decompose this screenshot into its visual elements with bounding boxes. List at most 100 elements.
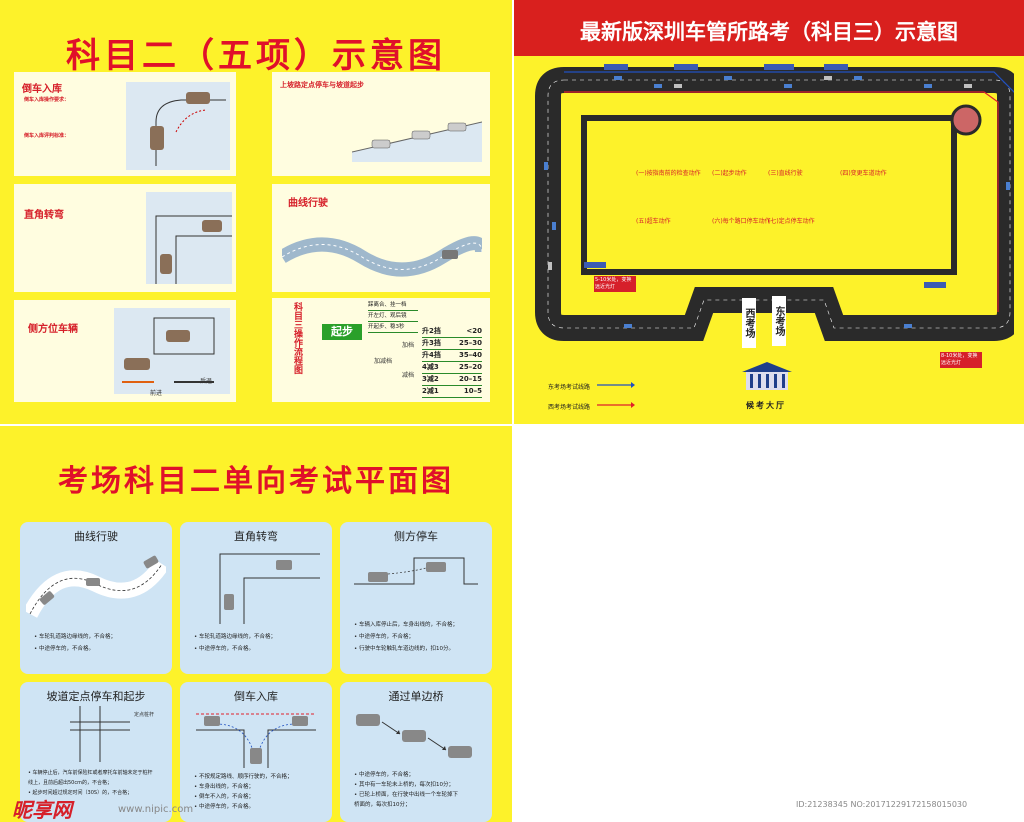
legend-west-label: 西考场考试线路 (548, 404, 591, 411)
right-angle-plan-diagram (219, 553, 320, 624)
card-side-parking: 侧方停车 • 车辆入库停止后，车身出线的，不合格； • 中途停车的，不合格； •… (340, 522, 492, 674)
card-note: • 车身出线的，不合格； (194, 784, 254, 790)
label-forward: 前进 (150, 390, 163, 397)
flow-branch: 开起步、稳3秒 (368, 322, 418, 333)
warning-box-2: 8-10米处，变换远近光灯 (940, 352, 982, 368)
card-subtitle: 倒车入库操作要求： (24, 97, 70, 103)
legend-west-arrow (597, 401, 636, 408)
card-single-bridge: 通过单边桥 • 中途停车的，不合格； • 其中有一车轮未上桥的，每次扣10分； … (340, 682, 492, 822)
gear-speed: 25–30 (459, 339, 482, 347)
gear-row: 升2挡 <20 (422, 326, 482, 338)
card-slope: 上坡路定点停车与坡道起步 (272, 72, 490, 176)
card-title: 直角转弯 (24, 210, 64, 221)
flow-branches: 踩离合、挂一档开左灯、观后镜开起步、稳3秒 (368, 300, 418, 333)
watermark-url: www.nipic.com (118, 804, 194, 815)
card-note: 线上，且前后超出50cm的，不合格； (28, 780, 112, 786)
page-title: 科目二（五项）示意图 (66, 36, 446, 76)
card-title: 直角转弯 (234, 530, 278, 543)
gear-label: 升4挡 (422, 351, 441, 359)
card-title: 倒车入库 (22, 84, 62, 95)
page-title: 考场科目二单向考试平面图 (58, 464, 454, 499)
gear-speed: 20–15 (459, 375, 482, 383)
card-subtitle: 倒车入库评判标准： (24, 133, 70, 139)
card-title: 坡道定点停车和起步 (46, 690, 146, 703)
card-title: 侧方位车辆 (28, 324, 78, 335)
warning-box-1: 5-10米处，变换远近光灯 (594, 276, 636, 292)
gear-label: 3减2 (422, 375, 439, 383)
reverse-plan-diagram (196, 713, 316, 768)
card-note: • 车轮轧道路边缘线的，不合格； (34, 634, 116, 640)
card-note: • 中途停车的，不合格。 (34, 646, 94, 652)
curve-plan-diagram (26, 555, 166, 618)
legend-east-arrow (597, 381, 636, 388)
card-reverse-parking: 倒车入库 • 不按规定路线、顺序行驶的，不合格； • 车身出线的，不合格； • … (180, 682, 332, 822)
card-note: • 其中有一车轮未上桥的，每次扣10分； (354, 782, 454, 788)
gear-row: 升4挡 35–40 (422, 350, 482, 362)
card-note: • 不按规定路线、顺序行驶的，不合格； (194, 774, 293, 780)
label-backward: 后退 (200, 378, 213, 385)
flow-add: 加档 (402, 342, 415, 349)
card-note: • 中途停车的，不合格。 (194, 646, 254, 652)
page-title: 最新版深圳车管所路考（科目三）示意图 (580, 20, 958, 44)
panel-subject3-map: 最新版深圳车管所路考（科目三）示意图 (514, 0, 1024, 424)
slope-plan-diagram (70, 706, 130, 762)
card-side-parking: 侧方位车辆 前进 后退 (14, 300, 236, 402)
card-note: 桥面的，每次扣10分； (354, 802, 411, 808)
card-flow: 科目三操作流程图 起步 踩离合、挂一档开左灯、观后镜开起步、稳3秒 加减档 加档… (272, 298, 490, 402)
section-label: (三)直线行驶 (768, 170, 803, 177)
right-angle-diagram (146, 192, 232, 284)
card-curve: 曲线行驶 (272, 184, 490, 292)
panel-subject2-plan: 考场科目二单向考试平面图 曲线行驶 • 车轮轧道路边缘线的，不合格； • 中途停… (0, 426, 512, 822)
card-slope: 坡道定点停车和起步 定点桩杆 • 车辆停止后，汽车前保险杠或者摩托车前轴未定于桩… (20, 682, 172, 822)
flow-gears: 升2挡 <20 升3挡 25–30 升4挡 35–40 4减3 25–20 3减2 20–15 2减… (422, 326, 482, 398)
legend-east: 东考场考试线路 (548, 374, 636, 393)
flow-branch: 踩离合、挂一档 (368, 300, 418, 311)
card-note: • 车辆停止后，汽车前保险杠或者摩托车前轴未定于桩杆 (28, 770, 153, 776)
reverse-diagram (126, 82, 230, 170)
card-right-angle: 直角转弯 (14, 184, 236, 292)
section-label: (五)超车动作 (636, 218, 671, 225)
gear-label: 2减1 (422, 387, 439, 395)
gear-speed: 35–40 (459, 351, 482, 359)
flow-vertical-title: 科目三操作流程图 (292, 302, 302, 374)
route-map (535, 64, 1014, 341)
panel-subject2-five: 科目二（五项）示意图 倒车入库 倒车入库操作要求： 倒车入库评判标准： 上坡路定… (0, 0, 512, 424)
flow-reduce: 减档 (402, 372, 415, 379)
gear-speed: 25–20 (459, 363, 482, 371)
card-title: 曲线行驶 (74, 530, 118, 543)
legend-west: 西考场考试线路 (548, 394, 636, 413)
card-title: 上坡路定点停车与坡道起步 (280, 81, 364, 89)
card-title: 曲线行驶 (288, 198, 328, 209)
side-parking-plan-diagram (354, 557, 478, 585)
gear-speed: <20 (466, 327, 482, 335)
card-note: • 车轮轧道路边缘线的，不合格； (194, 634, 276, 640)
flow-start: 起步 (322, 324, 362, 340)
watermark-id: ID:21238345 NO:20171229172158015030 (796, 800, 968, 809)
gear-row: 升3挡 25–30 (422, 338, 482, 350)
gear-row: 3减2 20–15 (422, 374, 482, 386)
card-reverse-parking: 倒车入库 倒车入库操作要求： 倒车入库评判标准： (14, 72, 236, 176)
waiting-hall-icon (742, 362, 792, 390)
panel-blank: ID:21238345 NO:20171229172158015030 (514, 426, 1024, 822)
card-right-angle: 直角转弯 • 车轮轧道路边缘线的，不合格； • 中途停车的，不合格。 (180, 522, 332, 674)
legend-east-label: 东考场考试线路 (548, 384, 591, 391)
card-curve: 曲线行驶 • 车轮轧道路边缘线的，不合格； • 中途停车的，不合格。 (20, 522, 172, 674)
section-label: (六)每个路口停车动作 (712, 218, 771, 225)
stake-label: 定点桩杆 (134, 712, 155, 718)
gear-row: 4减3 25–20 (422, 362, 482, 374)
section-label: (二)起步动作 (712, 170, 747, 177)
gear-label: 升2挡 (422, 327, 441, 335)
west-hall: 西考场 (742, 298, 756, 348)
slope-diagram (352, 121, 482, 162)
curve-diagram (282, 236, 482, 277)
flow-accel: 加减档 (374, 358, 393, 365)
gear-label: 4减3 (422, 363, 439, 371)
gear-row: 2减1 10–5 (422, 386, 482, 398)
card-note: • 已轮上桥面，在行驶中出线一个车轮掉下 (354, 792, 458, 798)
single-bridge-diagram (356, 714, 472, 758)
flow-branch: 开左灯、观后镜 (368, 311, 418, 322)
card-note: • 行驶中车轮触轧车道边线的，扣10分。 (354, 646, 454, 652)
card-note: • 倒车不入的，不合格； (194, 794, 254, 800)
gear-speed: 10–5 (463, 387, 482, 395)
gear-label: 升3挡 (422, 339, 441, 347)
